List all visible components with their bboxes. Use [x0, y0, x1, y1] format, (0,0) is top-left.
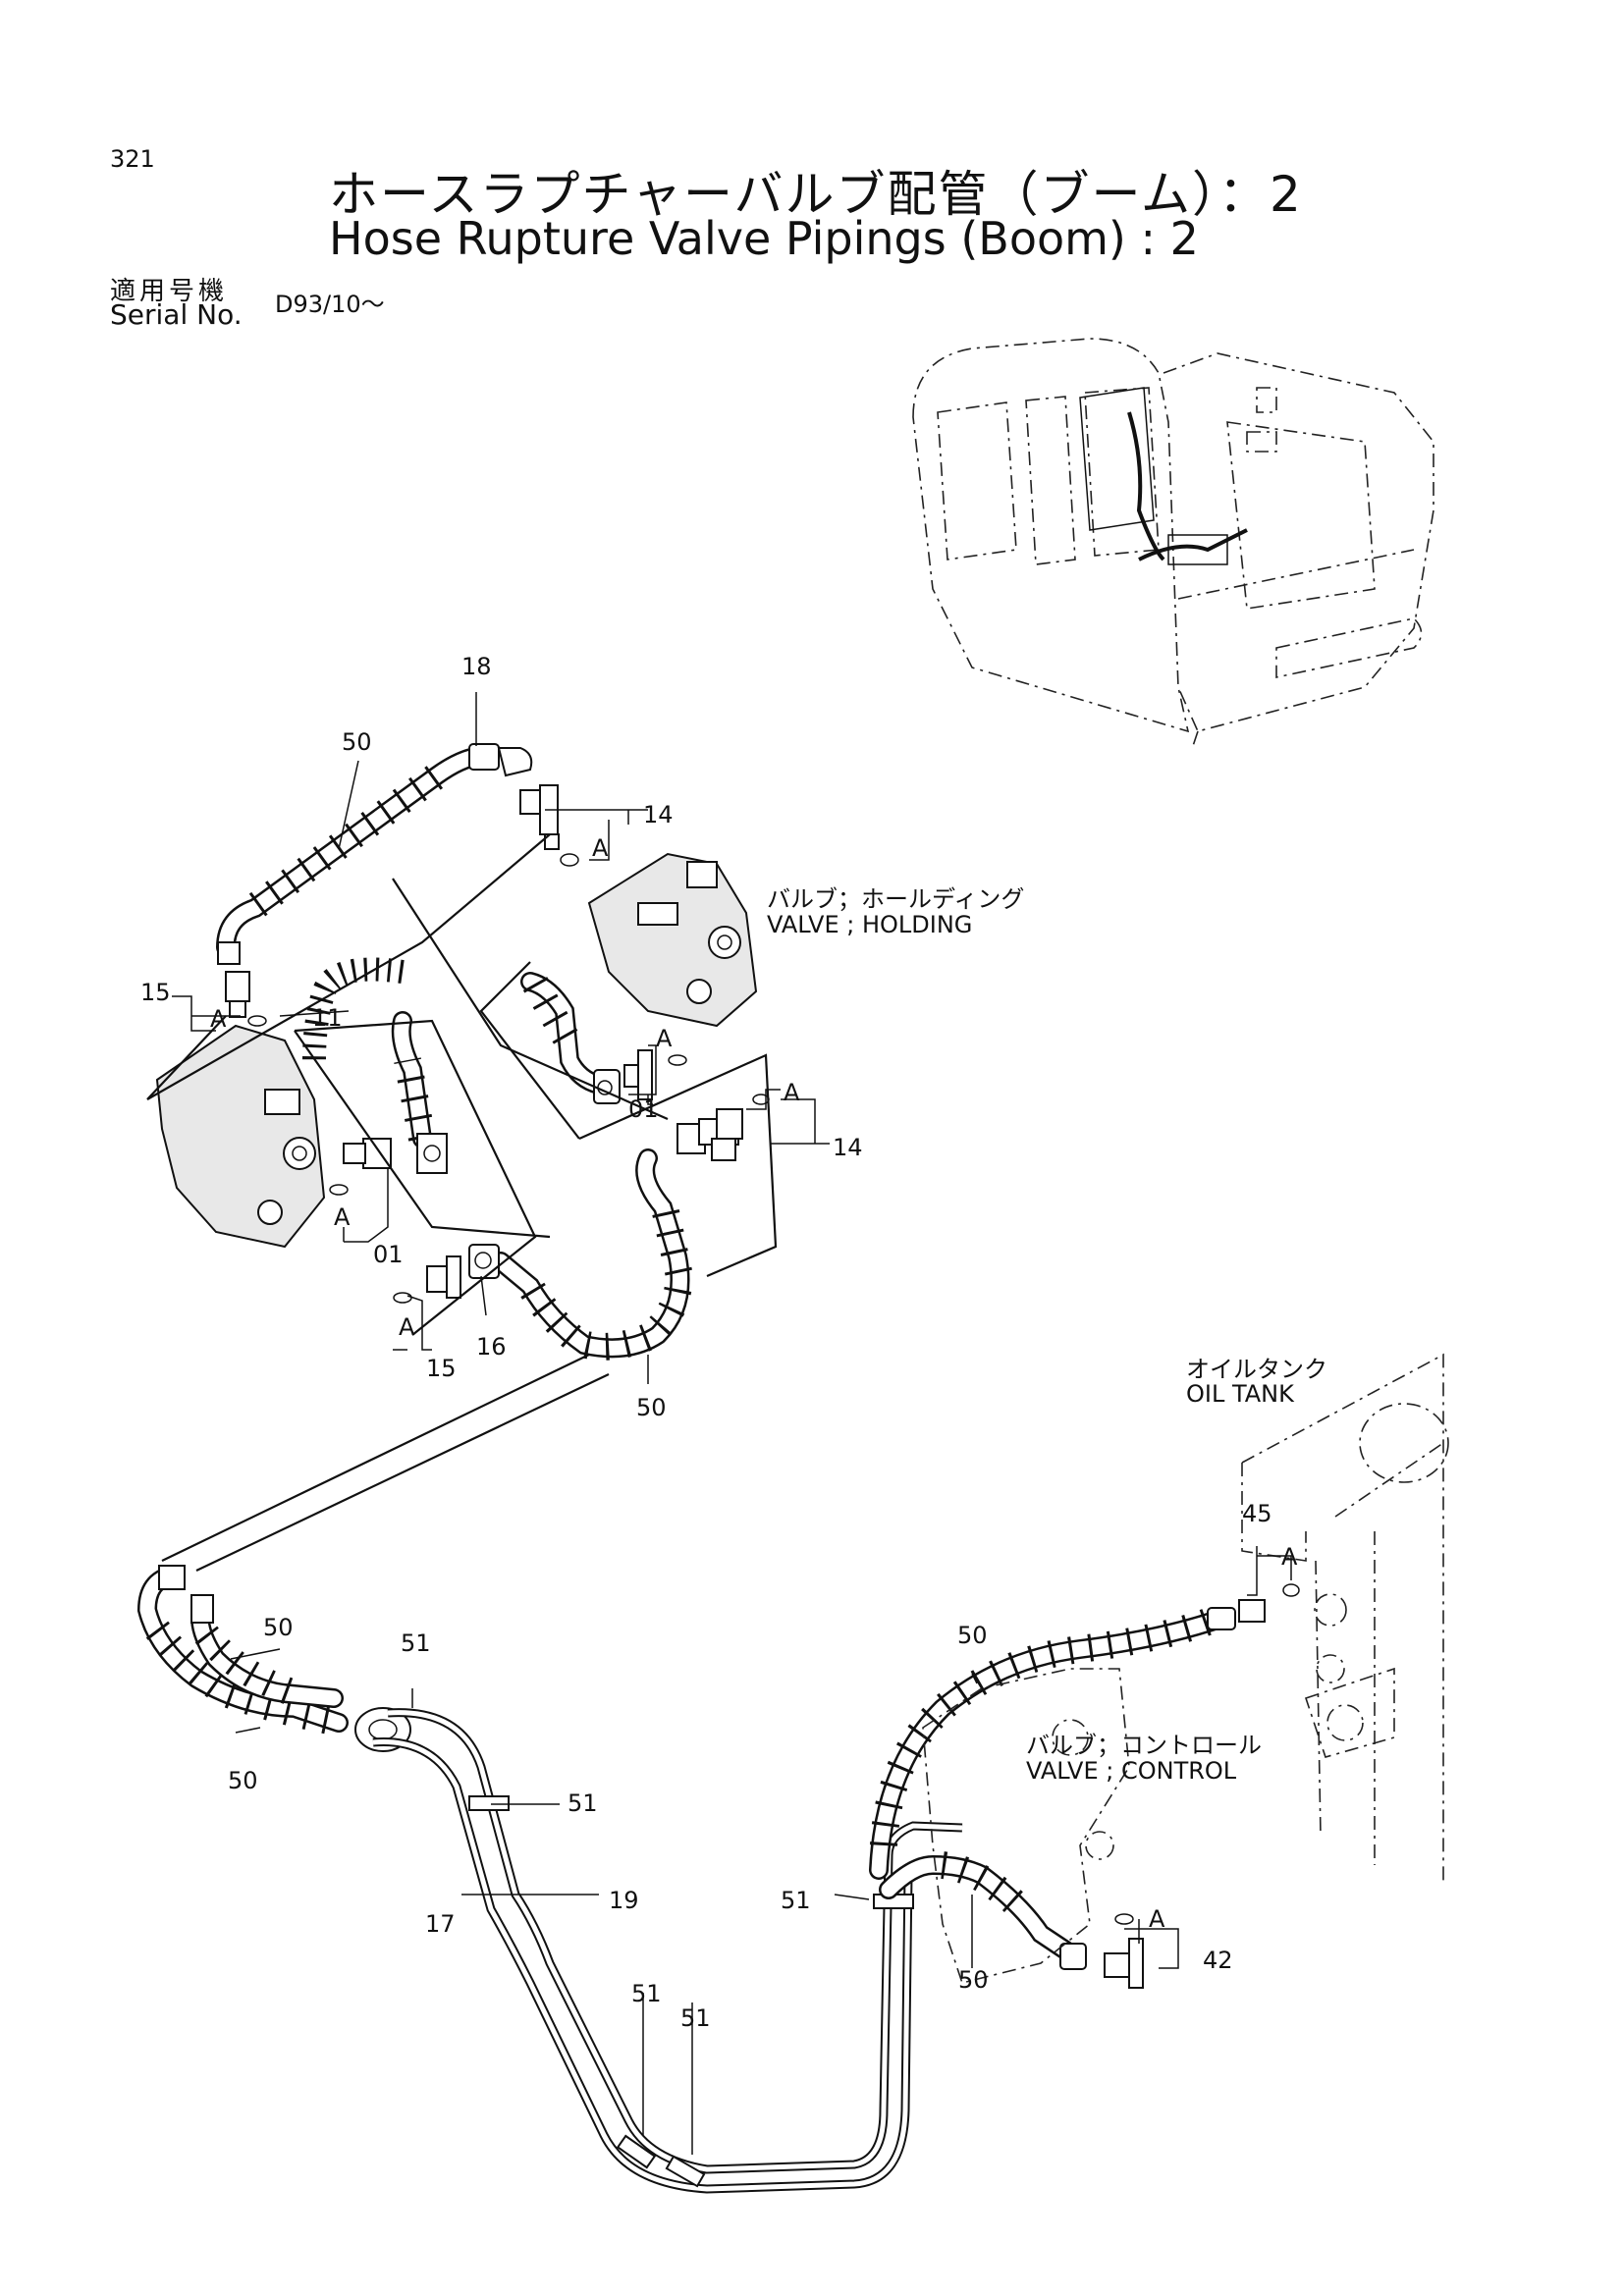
- callout-part-51: 51: [568, 1789, 598, 1817]
- holding-valve-assembly: [146, 743, 778, 1572]
- callout-a: A: [210, 1005, 227, 1033]
- callout-part-17: 17: [425, 1910, 456, 1938]
- callout-part-50: 50: [263, 1614, 294, 1641]
- lower-hose-routing: [136, 1565, 1300, 2194]
- title-english: Hose Rupture Valve Pipings (Boom) : 2: [329, 212, 1199, 265]
- callout-part-15: 15: [140, 979, 171, 1006]
- callout-part-51: 51: [781, 1887, 811, 1914]
- callout-part-45: 45: [1242, 1500, 1272, 1527]
- callout-part-50: 50: [958, 1966, 989, 1994]
- label-valve-holding-en: VALVE ; HOLDING: [767, 911, 973, 938]
- callout-part-42: 42: [1203, 1947, 1233, 1974]
- label-valve-holding-jp: バルブ；ホールディング: [767, 885, 1025, 913]
- callout-a: A: [399, 1313, 415, 1341]
- label-valve-control-jp: バルブ；コントロール: [1026, 1732, 1262, 1759]
- serial-value: D93/10～: [275, 291, 385, 318]
- label-oil-tank-jp: オイルタンク: [1186, 1356, 1327, 1383]
- callout-part-01: 01: [628, 1095, 659, 1123]
- callout-a: A: [1281, 1543, 1298, 1571]
- callout-part-50: 50: [957, 1622, 988, 1649]
- label-valve-control-en: VALVE ; CONTROL: [1026, 1757, 1237, 1785]
- title-japanese: ホースラプチャーバルブ配管（ブーム）：2: [329, 166, 1303, 223]
- callout-part-14: 14: [643, 801, 674, 828]
- excavator-overview-illustration: [912, 338, 1434, 747]
- callout-part-51: 51: [680, 2004, 711, 2032]
- oil-tank-illustration: [1241, 1353, 1449, 1885]
- callout-a: A: [784, 1079, 800, 1106]
- serial-label-japanese: 適用号機: [110, 277, 229, 306]
- page-number: 321: [110, 145, 155, 173]
- callout-part-50: 50: [228, 1767, 258, 1794]
- callout-part-51: 51: [631, 1980, 662, 2007]
- callout-part-19: 19: [609, 1887, 639, 1914]
- callout-a: A: [334, 1203, 351, 1231]
- callout-a: A: [1149, 1905, 1165, 1933]
- callout-a: A: [592, 834, 609, 862]
- callout-part-50: 50: [636, 1394, 667, 1421]
- callout-a: A: [656, 1025, 673, 1052]
- callout-part-15: 15: [426, 1355, 457, 1382]
- label-oil-tank-en: OIL TANK: [1186, 1380, 1294, 1408]
- callout-part-18: 18: [461, 653, 492, 680]
- callout-part-01: 01: [373, 1241, 404, 1268]
- callout-part-16: 16: [476, 1333, 507, 1361]
- callout-part-51: 51: [401, 1629, 431, 1657]
- callout-part-14: 14: [833, 1134, 863, 1161]
- callout-part-11: 11: [312, 1004, 343, 1032]
- serial-label-english: Serial No.: [110, 298, 243, 331]
- callout-leaders: [172, 692, 1292, 2155]
- callout-part-50: 50: [342, 728, 372, 756]
